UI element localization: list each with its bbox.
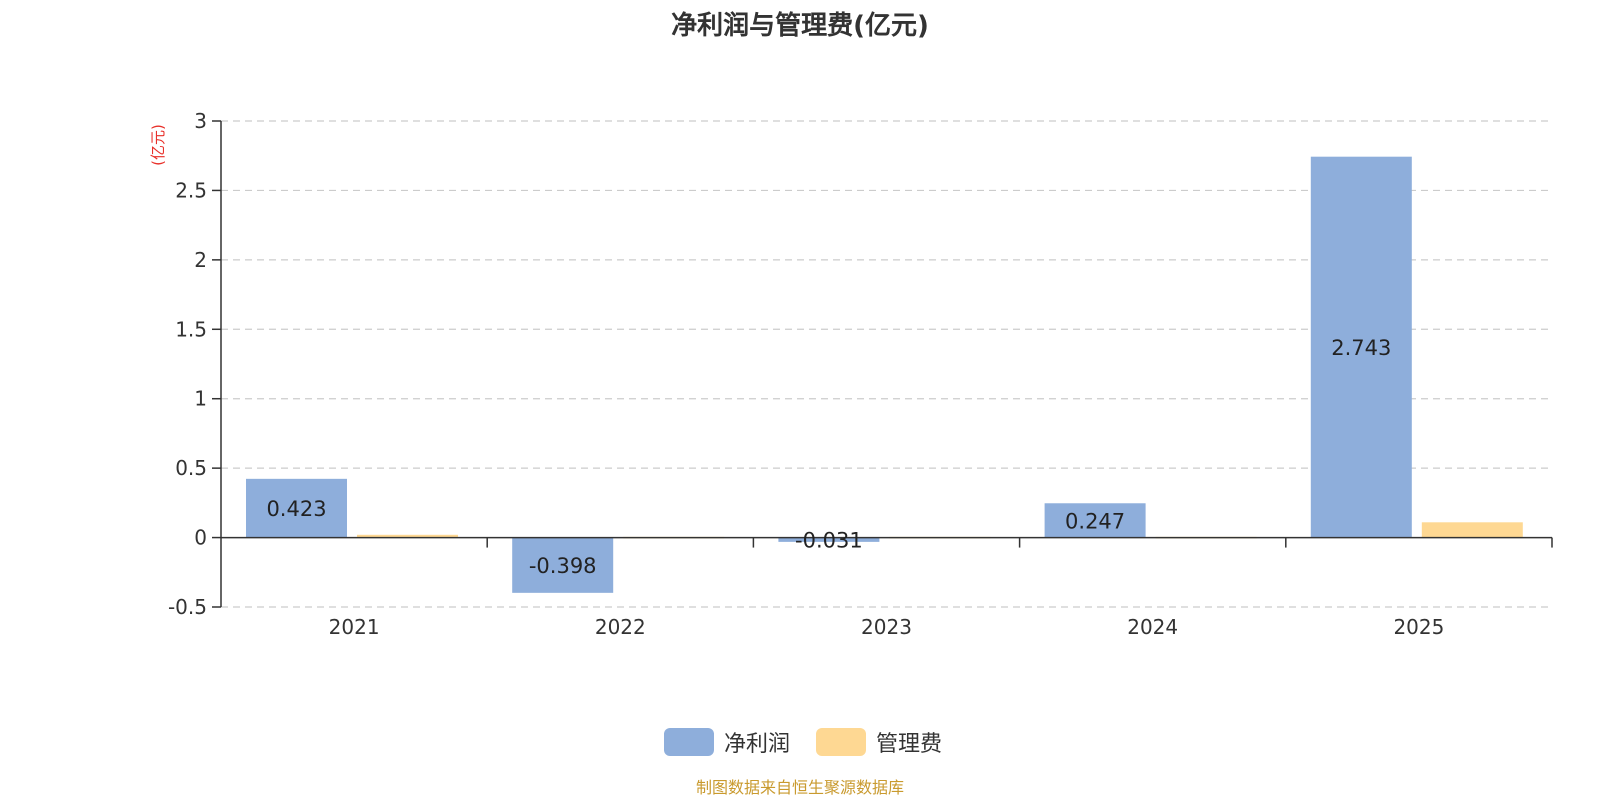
- bar-value-label: 0.247: [1065, 509, 1125, 533]
- bar-value-label: -0.031: [795, 529, 863, 553]
- bar-net-profit[interactable]: [512, 537, 614, 593]
- y-tick-label: 2: [194, 248, 207, 272]
- y-tick-label: 1.5: [175, 317, 207, 341]
- y-tick-label: 0.5: [175, 456, 207, 480]
- bar-net-profit[interactable]: [246, 478, 347, 538]
- y-axis-unit-label: (亿元): [149, 124, 167, 166]
- y-tick-label: 2.5: [175, 178, 207, 202]
- x-tick-label: 2025: [1393, 615, 1444, 639]
- bar-net-profit[interactable]: [1310, 156, 1412, 538]
- legend-item-net-profit[interactable]: 净利润: [664, 728, 790, 757]
- grid-lines: [221, 120, 1552, 608]
- source-note: 制图数据来自恒生聚源数据库: [696, 778, 904, 797]
- bar-value-label: 2.743: [1331, 336, 1391, 360]
- bar-net-profit[interactable]: [778, 537, 880, 542]
- x-tick-label: 2023: [861, 615, 912, 639]
- axes: -0.5 0 0.5 1 1.5 2 2.5 3 2021 2022 2023 2024 2025: [168, 109, 1553, 639]
- legend-swatch: [664, 728, 714, 756]
- bar-admin-expense[interactable]: [357, 534, 458, 538]
- legend-label: 管理费: [876, 732, 942, 757]
- legend-item-admin-expense[interactable]: 管理费: [816, 728, 942, 757]
- data-labels: 0.423 -0.398 -0.031 0.247 2.743: [266, 336, 1391, 578]
- bars: [246, 156, 1523, 593]
- y-tick-label: -0.5: [168, 595, 207, 619]
- bar-admin-expense[interactable]: [1421, 522, 1523, 538]
- legend-label: 净利润: [724, 732, 790, 757]
- y-tick-label: 3: [194, 109, 207, 133]
- x-tick-label: 2021: [329, 615, 380, 639]
- bar-value-label: -0.398: [529, 554, 597, 578]
- x-tick-label: 2024: [1127, 615, 1178, 639]
- bar-value-label: 0.423: [266, 497, 326, 521]
- legend[interactable]: 净利润 管理费: [664, 728, 942, 757]
- x-tick-label: 2022: [595, 615, 646, 639]
- legend-swatch: [816, 728, 866, 756]
- chart-title: 净利润与管理费(亿元): [671, 10, 929, 41]
- bar-net-profit[interactable]: [1044, 503, 1146, 538]
- y-tick-label: 0: [194, 526, 207, 550]
- y-tick-label: 1: [194, 387, 207, 411]
